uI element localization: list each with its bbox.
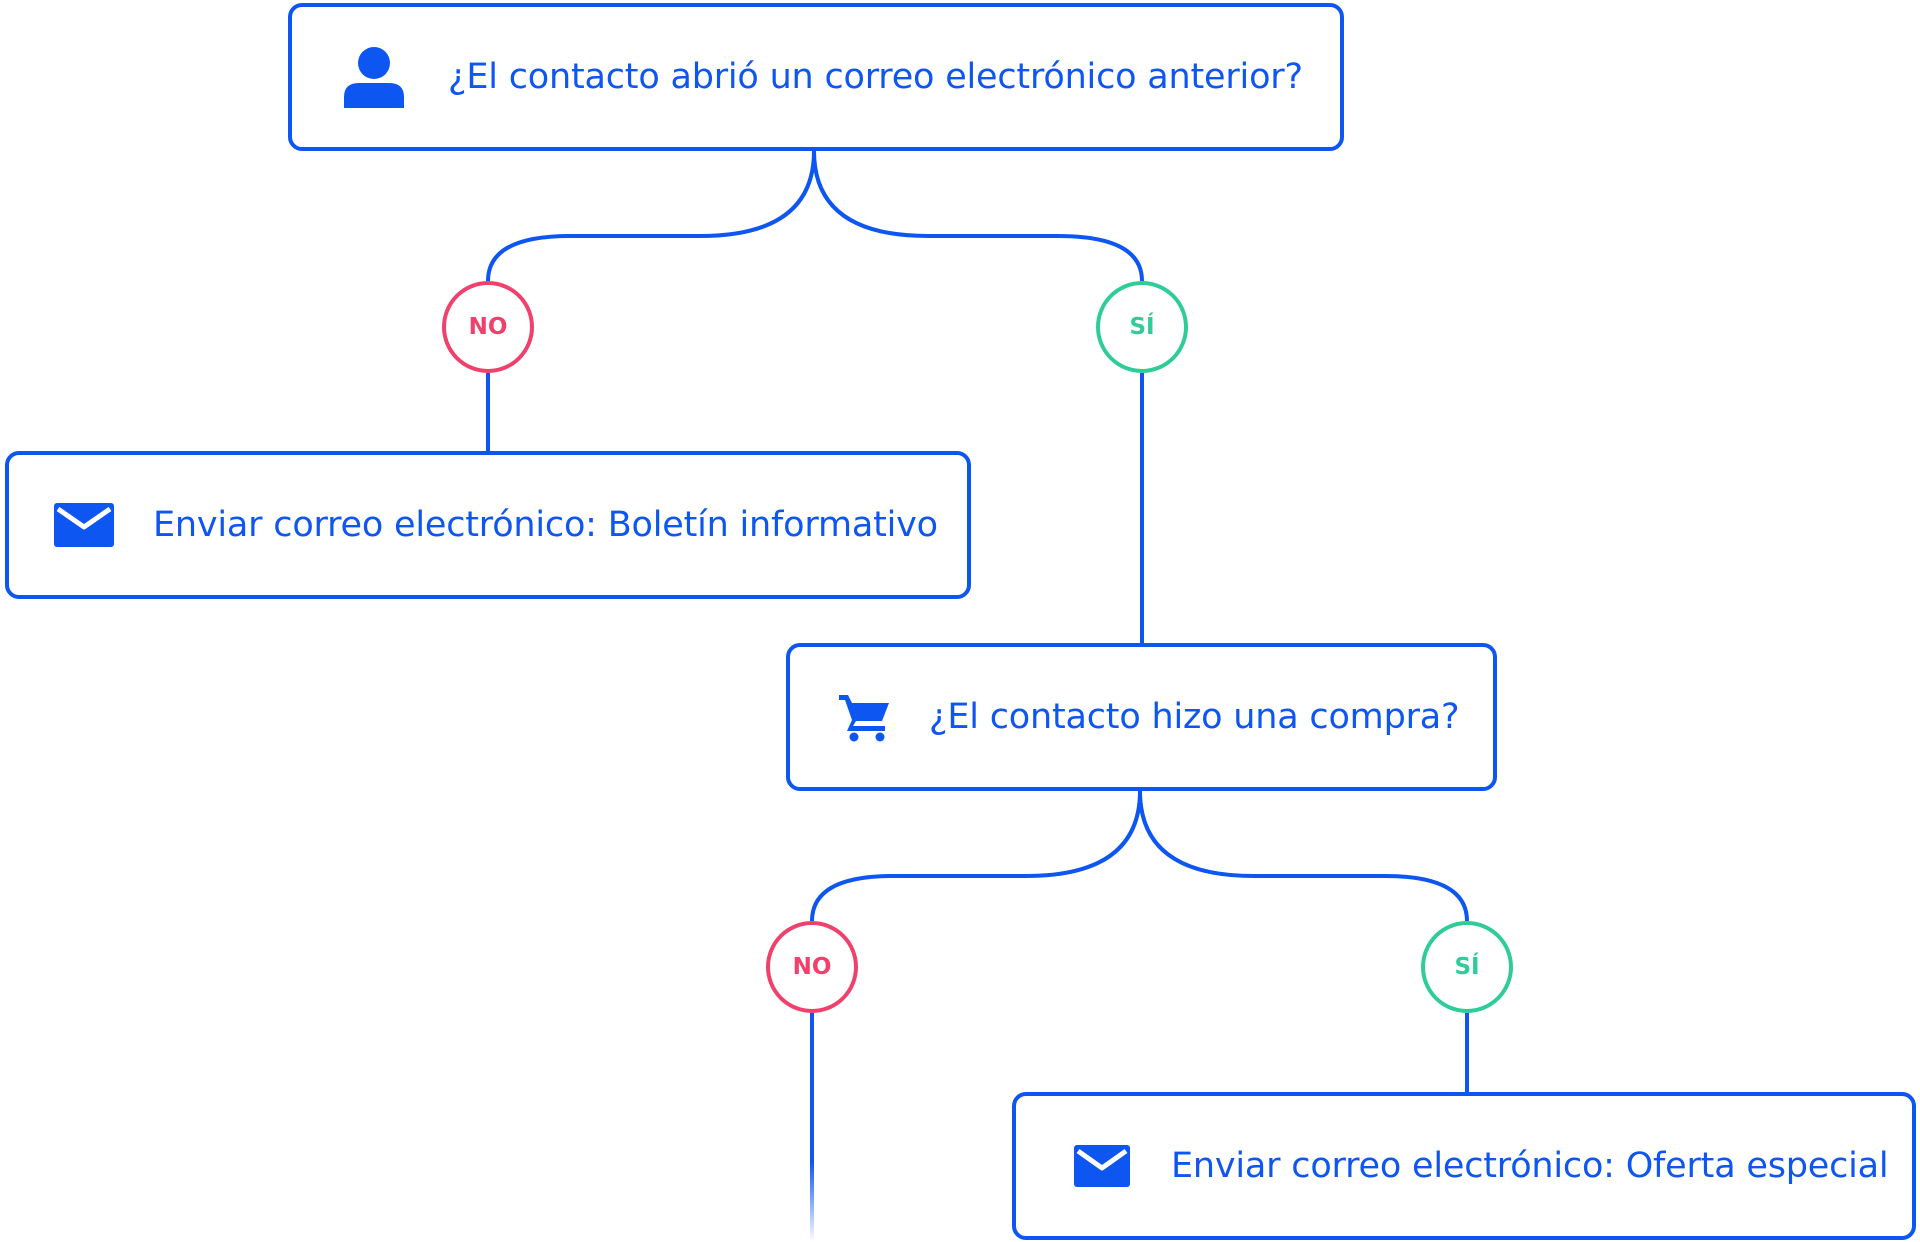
action-node-send-newsletter: Enviar correo electrónico: Boletín infor…	[5, 451, 971, 599]
connector-q2-yes	[1138, 790, 1469, 922]
connector-q1-no	[486, 150, 816, 282]
branch-badge-yes: SÍ	[1421, 921, 1513, 1013]
person-icon	[342, 45, 406, 109]
question-node-opened-email: ¿El contacto abrió un correo electrónico…	[288, 3, 1344, 151]
question-label: ¿El contacto hizo una compra?	[929, 697, 1460, 737]
branch-badge-no: NO	[442, 281, 534, 373]
action-label: Enviar correo electrónico: Oferta especi…	[1171, 1146, 1889, 1186]
action-node-send-special-offer: Enviar correo electrónico: Oferta especi…	[1012, 1092, 1916, 1240]
envelope-icon	[1071, 1145, 1133, 1187]
connector-q2-no	[810, 790, 1142, 922]
connector-no2-continuation	[810, 1013, 814, 1242]
connector-q1-yes	[812, 150, 1144, 282]
shopping-cart-icon	[837, 692, 893, 742]
branch-badge-no: NO	[766, 921, 858, 1013]
action-label: Enviar correo electrónico: Boletín infor…	[153, 505, 938, 545]
envelope-icon	[53, 503, 115, 547]
question-node-made-purchase: ¿El contacto hizo una compra?	[786, 643, 1497, 791]
question-label: ¿El contacto abrió un correo electrónico…	[448, 57, 1303, 97]
branch-badge-yes: SÍ	[1096, 281, 1188, 373]
